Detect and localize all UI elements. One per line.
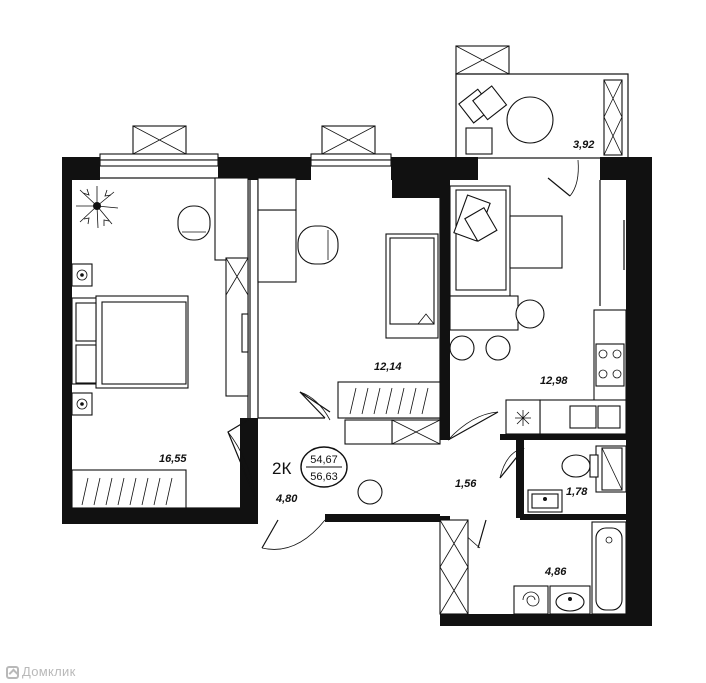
area-label-bedroom: 16,55 bbox=[159, 453, 187, 465]
watermark: Домклик bbox=[6, 664, 76, 679]
area-label-bathroom: 4,86 bbox=[544, 566, 567, 578]
bedroom-furniture bbox=[71, 177, 249, 509]
wc-furniture bbox=[527, 445, 627, 513]
balcony bbox=[455, 73, 629, 159]
domclick-logo-icon bbox=[6, 666, 19, 679]
apartment-summary: 2К 54,67 56,63 bbox=[272, 446, 348, 488]
window-bedroom bbox=[99, 125, 219, 167]
window-balcony bbox=[455, 45, 510, 75]
plant-icon bbox=[76, 186, 119, 229]
area-label-hallway: 4,80 bbox=[275, 493, 298, 505]
bathroom-furniture bbox=[513, 521, 627, 615]
area-label-kitchen: 12,98 bbox=[540, 375, 568, 387]
hallway-furniture bbox=[357, 479, 469, 615]
area-label-corridor: 1,56 bbox=[455, 478, 477, 490]
total-area: 54,67 bbox=[310, 454, 338, 466]
window-room-2 bbox=[310, 125, 392, 167]
room-2-furniture bbox=[257, 177, 441, 445]
kitchen-furniture bbox=[449, 180, 627, 435]
room-count-label: 2К bbox=[272, 459, 291, 478]
watermark-text: Домклик bbox=[22, 664, 76, 679]
doors bbox=[227, 159, 579, 550]
area-label-room-2: 12,14 bbox=[374, 361, 402, 373]
area-with-balcony: 56,63 bbox=[310, 471, 338, 483]
area-labels: 16,55 12,14 12,98 3,92 4,80 1,56 1,78 4,… bbox=[159, 139, 594, 578]
area-label-balcony: 3,92 bbox=[573, 139, 594, 151]
area-label-wc: 1,78 bbox=[566, 486, 588, 498]
walls bbox=[62, 157, 652, 626]
